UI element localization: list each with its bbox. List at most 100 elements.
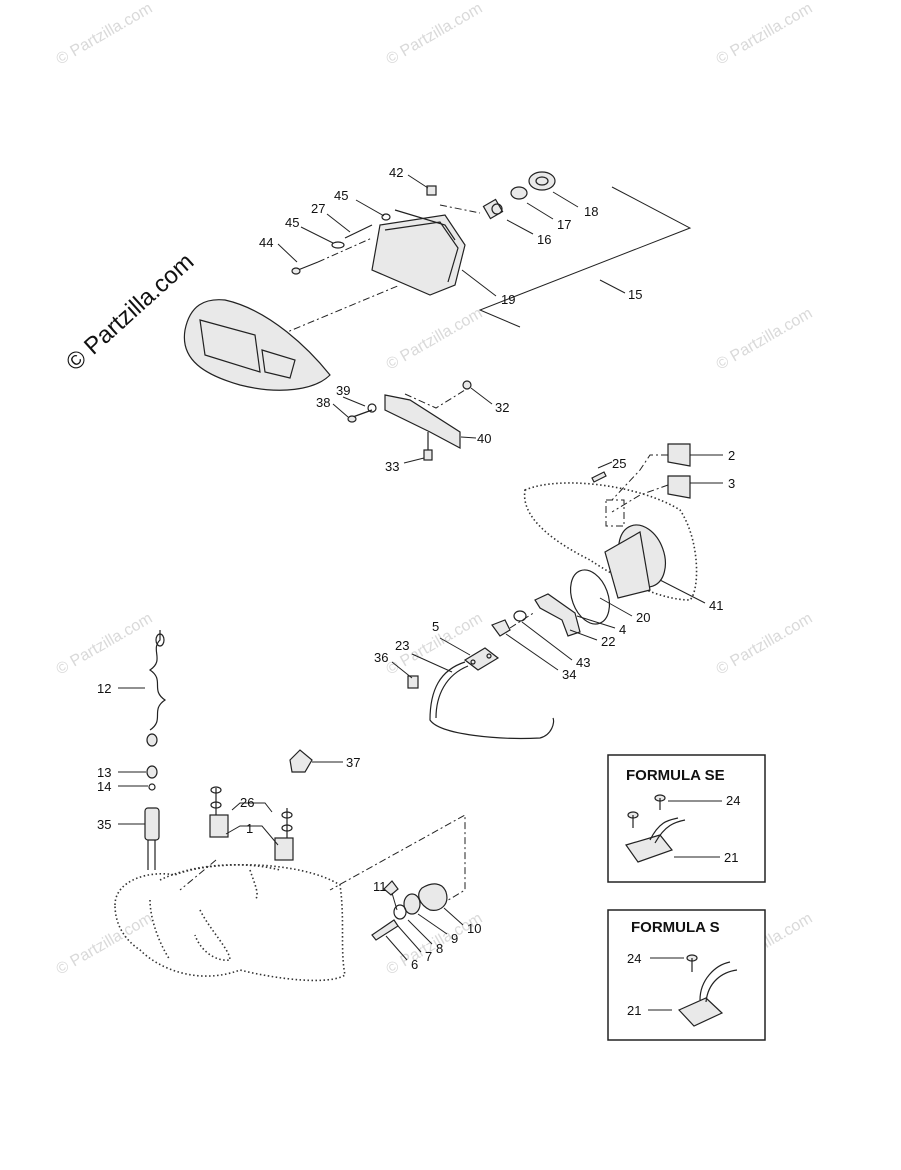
callout-44: 44 xyxy=(259,235,273,250)
callout-13: 13 xyxy=(97,765,111,780)
switch xyxy=(209,814,229,838)
nut xyxy=(383,880,399,896)
callout-42: 42 xyxy=(389,165,403,180)
connector xyxy=(407,675,419,689)
callout-33: 33 xyxy=(385,459,399,474)
switch xyxy=(667,475,691,499)
bulb-socket xyxy=(463,647,500,671)
hull-outline xyxy=(114,814,466,982)
bulb xyxy=(482,198,504,220)
washer xyxy=(331,241,345,249)
wire xyxy=(429,661,555,739)
dash-panel-outline xyxy=(523,482,698,601)
callout-25: 25 xyxy=(612,456,626,471)
group-bracket-15 xyxy=(478,186,692,328)
gauge-assembly xyxy=(491,443,723,671)
o-ring xyxy=(148,783,156,791)
callout-19: 19 xyxy=(501,292,515,307)
key xyxy=(371,919,399,941)
callout-32: 32 xyxy=(495,400,509,415)
callout-21: 21 xyxy=(724,850,738,865)
watermark: © Partzilla.com xyxy=(714,305,816,374)
front-nose-panel xyxy=(183,299,331,391)
callout-23: 23 xyxy=(395,638,409,653)
callout-16: 16 xyxy=(537,232,551,247)
callout-4: 4 xyxy=(619,622,626,637)
watermark: © Partzilla.com xyxy=(54,910,156,979)
gauge-harness xyxy=(391,637,555,739)
ignition-assembly xyxy=(371,880,464,961)
bezel xyxy=(403,893,421,915)
gauge-bracket xyxy=(534,593,581,637)
callout-10: 10 xyxy=(467,921,481,936)
callout-11: 11 xyxy=(373,879,387,894)
retaining-ring xyxy=(510,186,528,200)
rectifier xyxy=(677,997,724,1027)
callout-45: 45 xyxy=(334,188,348,203)
rubber-cap xyxy=(528,171,556,191)
callout-39: 39 xyxy=(336,383,350,398)
lanyard-assembly xyxy=(118,630,167,870)
leader-15 xyxy=(599,279,626,294)
callout-37: 37 xyxy=(346,755,360,770)
callout-21: 21 xyxy=(627,1003,641,1018)
callout-9: 9 xyxy=(451,931,458,946)
headlight-housing xyxy=(371,214,466,296)
callout-27: 27 xyxy=(311,201,325,216)
spring xyxy=(344,224,373,239)
nut xyxy=(146,765,158,779)
formula-se-box: FORMULA SE 24 21 xyxy=(607,754,766,883)
callout-15: 15 xyxy=(628,287,642,302)
watermark: © Partzilla.com xyxy=(54,610,156,679)
callout-26: 26 xyxy=(240,795,254,810)
coiled-lanyard xyxy=(148,630,167,731)
callout-36: 36 xyxy=(374,650,388,665)
callout-34: 34 xyxy=(562,667,576,682)
callout-43: 43 xyxy=(576,655,590,670)
callout-3: 3 xyxy=(728,476,735,491)
callout-22: 22 xyxy=(601,634,615,649)
washer xyxy=(381,213,391,221)
callout-24: 24 xyxy=(726,793,740,808)
callout-18: 18 xyxy=(584,204,598,219)
watermark: © Partzilla.com xyxy=(714,610,816,679)
callout-14: 14 xyxy=(97,779,111,794)
headlight-assembly xyxy=(277,171,692,336)
watermark-main: © Partzilla.com xyxy=(61,248,199,376)
watermark: © Partzilla.com xyxy=(384,305,486,374)
callout-12: 12 xyxy=(97,681,111,696)
formula-s-title: FORMULA S xyxy=(631,919,720,936)
ignition-switch xyxy=(418,883,448,911)
callout-24: 24 xyxy=(627,951,641,966)
rectifier xyxy=(625,834,673,863)
callout-5: 5 xyxy=(432,619,439,634)
watermark: © Partzilla.com xyxy=(714,0,816,68)
callout-7: 7 xyxy=(425,949,432,964)
screw xyxy=(591,471,607,483)
callout-8: 8 xyxy=(436,941,443,956)
clip xyxy=(289,749,343,773)
watermark: © Partzilla.com xyxy=(384,0,486,68)
callout-20: 20 xyxy=(636,610,650,625)
callout-17: 17 xyxy=(557,217,571,232)
nut xyxy=(426,185,437,196)
safety-switch xyxy=(144,807,160,841)
washer xyxy=(513,610,527,622)
headlight-lens xyxy=(384,221,459,283)
callout-40: 40 xyxy=(477,431,491,446)
callout-41: 41 xyxy=(709,598,723,613)
mounting-plate xyxy=(332,380,493,464)
callout-1: 1 xyxy=(246,821,253,836)
callout-2: 2 xyxy=(728,448,735,463)
formula-s-box: FORMULA S 24 21 xyxy=(607,909,766,1041)
screw xyxy=(297,261,319,271)
wing-nut xyxy=(491,619,511,637)
headlight-bracket xyxy=(394,209,456,241)
callout-35: 35 xyxy=(97,817,111,832)
callout-6: 6 xyxy=(411,957,418,972)
callout-labels: 42 45 27 45 44 18 17 16 15 19 39 38 32 4… xyxy=(97,165,735,972)
switch xyxy=(667,443,691,467)
formula-se-title: FORMULA SE xyxy=(626,767,725,784)
toggle-switches xyxy=(209,786,294,861)
